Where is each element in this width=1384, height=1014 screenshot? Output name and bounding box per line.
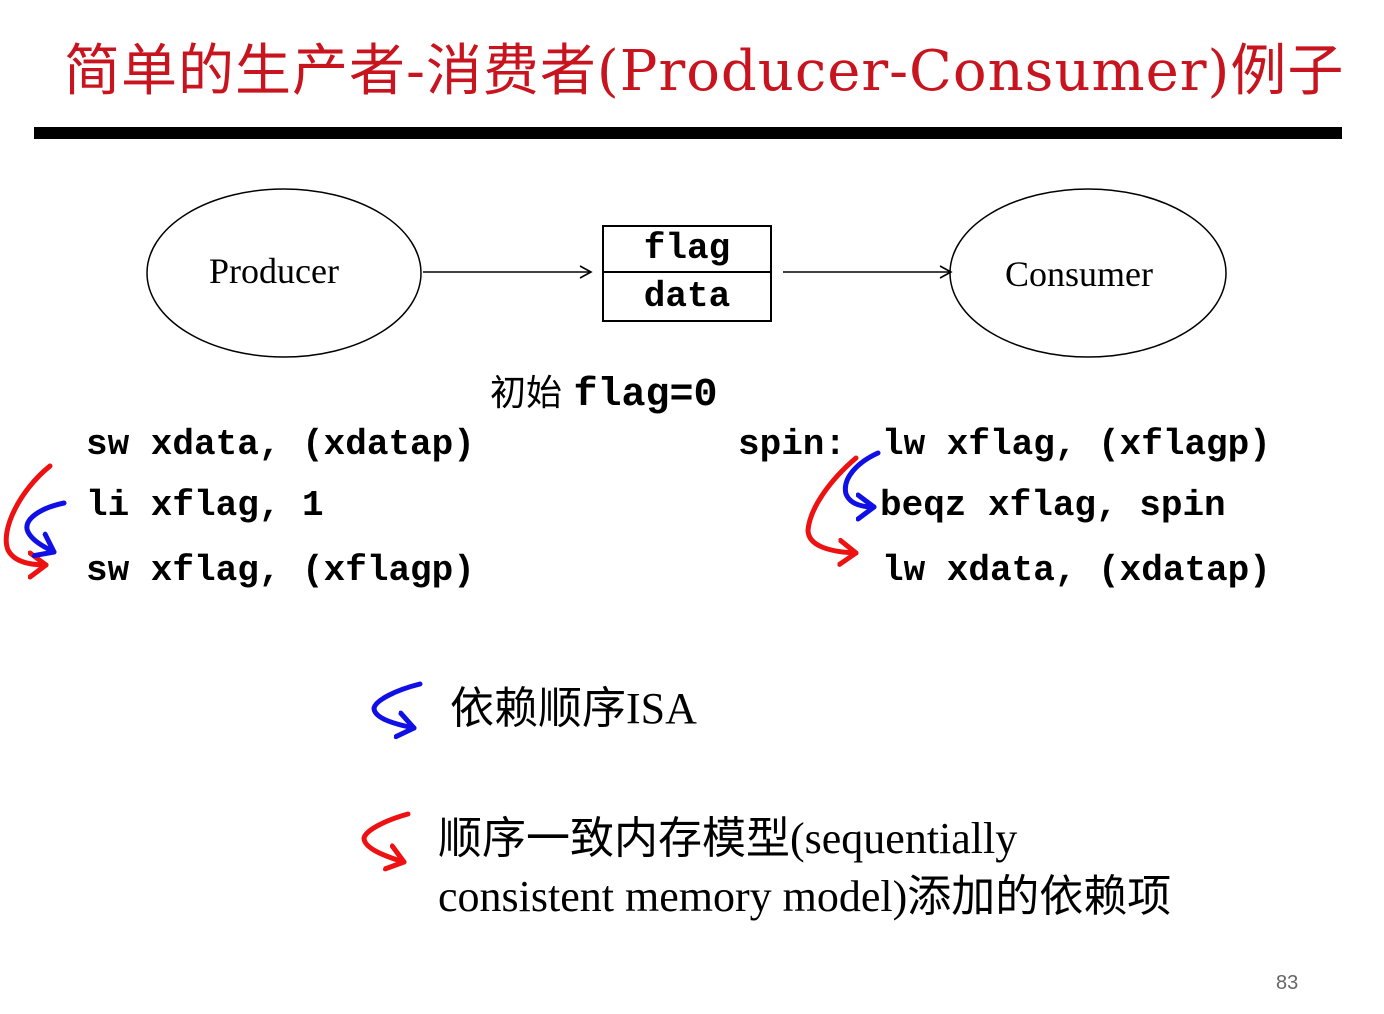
legend-sc-arrow-icon: [361, 811, 411, 862]
consumer-spin-label: spin:: [738, 424, 847, 465]
consumer-label: Consumer: [1005, 254, 1153, 294]
buffer-field-data: data: [643, 276, 731, 317]
legend-isa-label: 依赖顺序ISA: [450, 684, 697, 733]
shared-buffer: [602, 225, 772, 322]
producer-sc-dependency-arrow: [3, 463, 53, 565]
producer-label: Producer: [209, 251, 339, 291]
producer-code-line: li xflag, 1: [86, 485, 324, 526]
producer-node: [146, 188, 422, 358]
consumer-code-line: lw xflag, (xflagp): [882, 424, 1271, 465]
consumer-code-line: lw xdata, (xdatap): [882, 550, 1271, 591]
title-divider: [34, 127, 1342, 139]
slide-title: 简单的生产者-消费者(Producer-Consumer)例子: [64, 39, 1345, 104]
producer-code-line: sw xflag, (xflagp): [86, 550, 475, 591]
consumer-code-line: beqz xflag, spin: [880, 485, 1226, 526]
producer-code-line: sw xdata, (xdatap): [86, 424, 475, 465]
legend-sc-label: 顺序一致内存模型(sequentially consistent memory …: [438, 810, 1171, 926]
consumer-sc-dependency-arrow: [805, 455, 859, 553]
producer-isa-dependency-arrow: [24, 500, 67, 552]
consumer-isa-dependency-arrow: [842, 450, 881, 507]
initial-condition-prefix: 初始: [490, 373, 563, 414]
legend-sc-label-line2: consistent memory model)添加的依赖项: [438, 872, 1172, 921]
buffer-field-flag: flag: [643, 228, 731, 269]
legend-isa-arrow-icon: [371, 681, 423, 728]
page-number: 83: [1276, 972, 1299, 994]
initial-condition: 初始 flag=0: [490, 364, 718, 418]
legend-sc-label-line1: 顺序一致内存模型(sequentially: [438, 814, 1018, 863]
initial-condition-code: flag=0: [573, 373, 718, 418]
